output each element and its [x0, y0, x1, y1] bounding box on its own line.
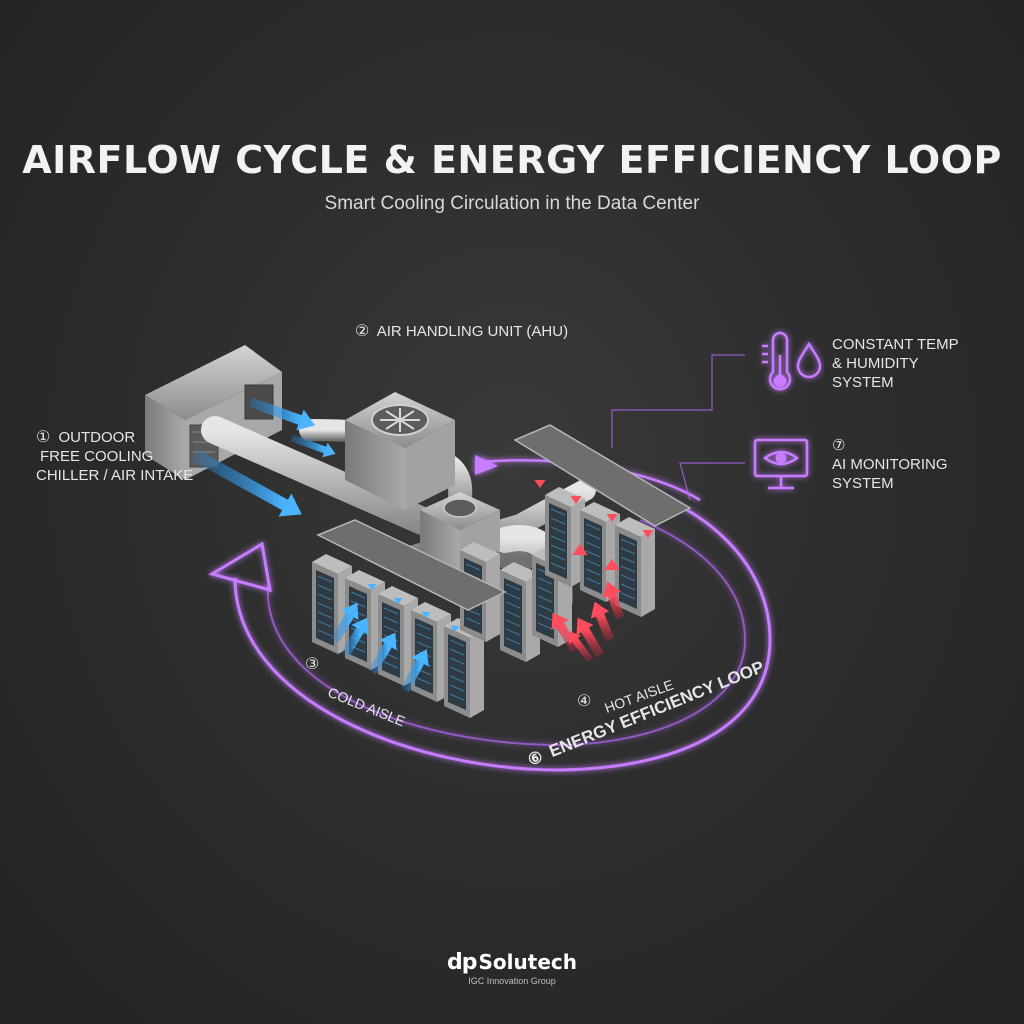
label-constant-temp-line1: CONSTANT TEMP	[832, 336, 959, 353]
diagram-subtitle: Smart Cooling Circulation in the Data Ce…	[324, 193, 700, 214]
cold-aisle-ceiling-vent	[316, 519, 507, 611]
label-constant-temp-line3: SYSTEM	[832, 374, 894, 391]
label-ahu-text: AIR HANDLING UNIT (AHU)	[376, 323, 569, 340]
label-ai-monitoring-number: ⑦	[832, 437, 846, 454]
server-rack-icon	[615, 517, 655, 617]
label-cold-aisle-number: ③	[305, 656, 320, 673]
label-outdoor-line1: OUTDOOR	[58, 429, 136, 446]
label-hot-aisle-number: ④	[577, 693, 592, 710]
loop-arrow-icon	[208, 455, 498, 593]
label-constant-temp: CONSTANT TEMP & HUMIDITY SYSTEM	[832, 335, 959, 392]
logo-mark: dp	[447, 950, 477, 975]
water-drop-icon	[796, 341, 822, 379]
label-outdoor-number: ①	[36, 429, 51, 446]
monitor-eye-icon	[753, 438, 809, 490]
fan-icon	[371, 404, 429, 436]
label-outdoor: ① OUTDOOR FREE COOLING CHILLER / AIR INT…	[36, 428, 193, 485]
label-constant-temp-line2: & HUMIDITY	[832, 355, 919, 372]
label-ahu-number: ②	[355, 323, 370, 340]
diagram-title: AIRFLOW CYCLE & ENERGY EFFICIENCY LOOP	[22, 138, 1002, 182]
label-hot-aisle: ④	[577, 692, 595, 711]
monitoring-connector-lines	[611, 354, 745, 501]
hot-air-arrow-icon	[534, 458, 654, 663]
hot-aisle-racks	[460, 487, 655, 662]
label-cold-aisle: ③	[305, 655, 323, 674]
label-ahu: ② AIR HANDLING UNIT (AHU)	[355, 322, 568, 341]
logo-tagline: IGC Innovation Group	[468, 976, 556, 986]
cool-air-arrow-icon	[192, 397, 460, 693]
label-ai-monitoring-line1: AI MONITORING	[832, 456, 948, 473]
label-outdoor-line2: FREE COOLING	[40, 448, 154, 465]
label-outdoor-line3: CHILLER / AIR INTAKE	[36, 467, 194, 484]
thermometer-icon	[762, 331, 792, 391]
server-rack-icon	[444, 618, 484, 718]
label-ai-monitoring: ⑦ AI MONITORING SYSTEM	[832, 436, 948, 493]
label-ai-monitoring-line2: SYSTEM	[832, 475, 894, 492]
logo-name: Solutech	[478, 950, 577, 974]
hot-aisle-ceiling-vent	[513, 424, 692, 527]
